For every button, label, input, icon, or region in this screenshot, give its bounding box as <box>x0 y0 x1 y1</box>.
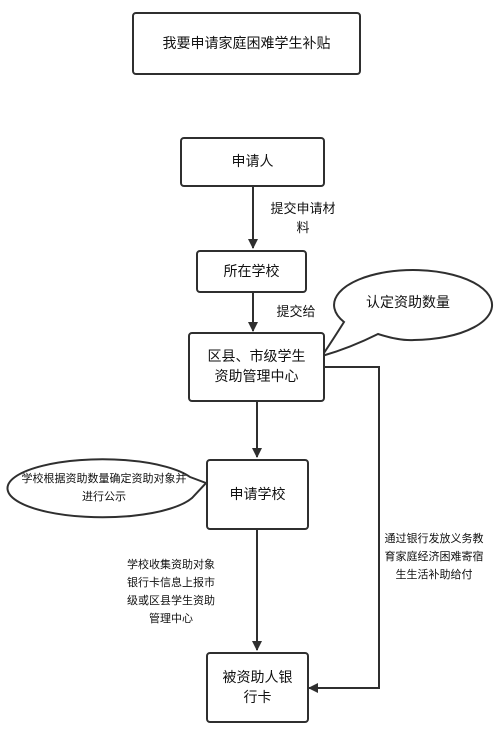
node-bank-card-label: 被资助人银行卡 <box>222 669 293 706</box>
node-applicant-label: 申请人 <box>231 154 274 170</box>
node-apply-school-label: 申请学校 <box>229 486 286 503</box>
edge-label-bank-release: 通过银行发放义务教育家庭经济困难寄宿生生活补助给付 <box>384 532 484 581</box>
node-applicant: 申请人 <box>180 137 325 187</box>
publicize-bubble <box>6 458 208 519</box>
note-confirm-amount: 认定资助数量 <box>366 295 450 311</box>
node-center: 区县、市级学生资助管理中心 <box>188 332 325 402</box>
edge-label-submit-material: 提交申请材料 <box>270 202 336 236</box>
arrow-center-to-bank <box>308 366 380 693</box>
confirm-amount-bubble <box>319 269 494 358</box>
node-bank-card: 被资助人银行卡 <box>206 652 309 723</box>
node-school: 所在学校 <box>196 250 307 293</box>
node-center-label: 区县、市级学生资助管理中心 <box>207 349 306 385</box>
note-publicize: 学校根据资助数量确定资助对象并进行公示 <box>21 472 187 503</box>
edge-label-collect-card: 学校收集资助对象银行卡信息上报市级或区县学生资助管理中心 <box>127 558 215 625</box>
node-apply-school: 申请学校 <box>206 459 309 530</box>
node-school-label: 所在学校 <box>223 263 280 280</box>
title-box: 我要申请家庭困难学生补贴 <box>132 12 361 75</box>
edge-label-submit-to: 提交给 <box>276 305 316 320</box>
title-text: 我要申请家庭困难学生补贴 <box>162 35 331 52</box>
